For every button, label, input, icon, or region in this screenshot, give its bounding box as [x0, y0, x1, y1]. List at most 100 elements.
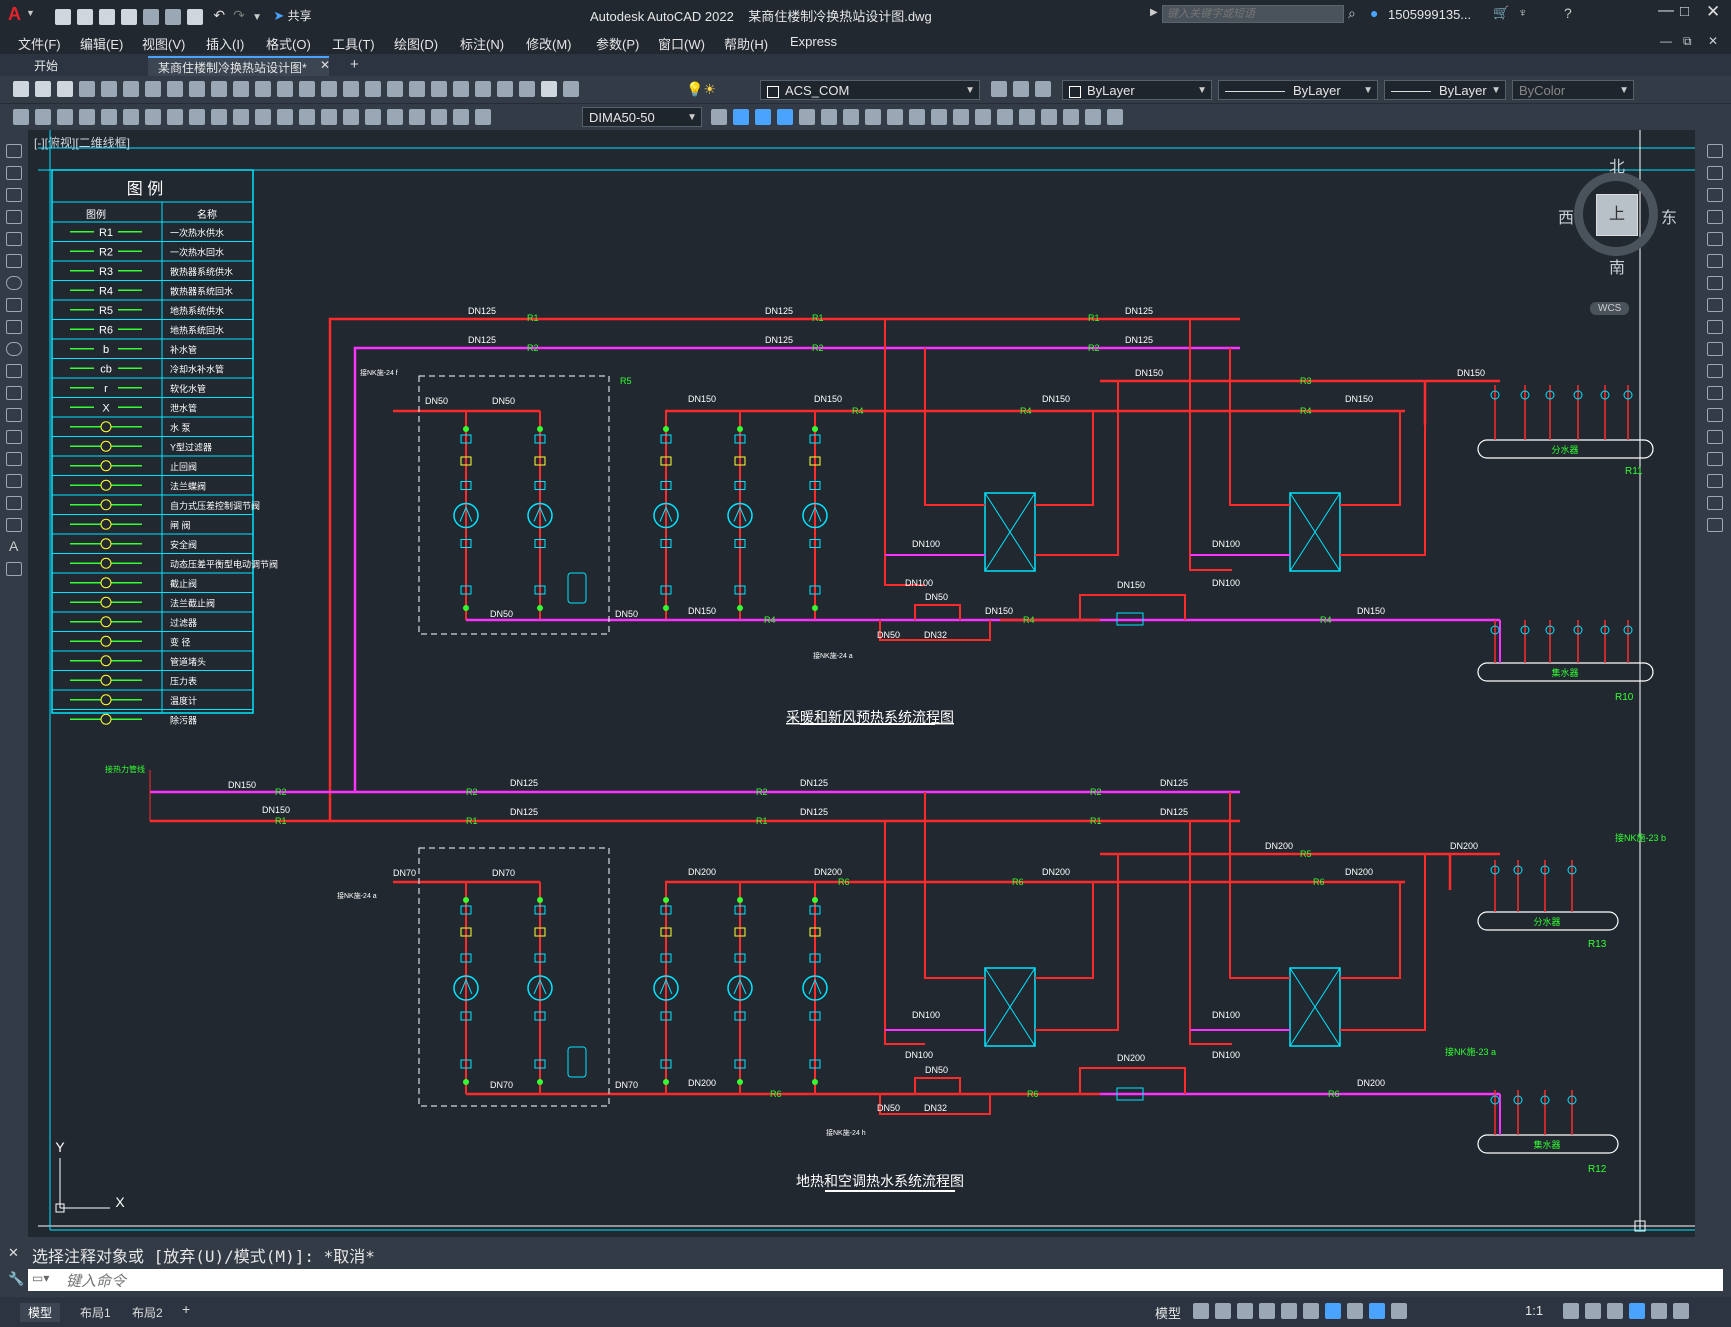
- command-recent-icon[interactable]: ▭▾: [32, 1271, 50, 1285]
- layout-tab-model[interactable]: 模型: [20, 1303, 61, 1322]
- plot2-icon[interactable]: [79, 81, 95, 97]
- new-file-icon[interactable]: [55, 8, 71, 25]
- open-file-icon[interactable]: [77, 8, 93, 25]
- offset-icon[interactable]: [1707, 210, 1723, 224]
- dim-break-icon[interactable]: [343, 109, 359, 125]
- linetype-dropdown[interactable]: ByLayer▼: [1218, 80, 1378, 100]
- chamfer-icon[interactable]: [1707, 452, 1723, 466]
- ucs2-icon[interactable]: [755, 109, 771, 125]
- viewcube-east[interactable]: 东: [1661, 210, 1678, 227]
- radius-icon[interactable]: [167, 109, 183, 125]
- menu-parametric[interactable]: 参数(P): [596, 37, 640, 52]
- menu-help[interactable]: 帮助(H): [724, 37, 769, 52]
- tool-h-icon[interactable]: [887, 109, 903, 125]
- spline-icon[interactable]: [6, 320, 22, 334]
- dim-update-icon[interactable]: [711, 109, 727, 125]
- command-close-icon[interactable]: ✕: [8, 1245, 19, 1260]
- ellipse-arc-icon[interactable]: [6, 364, 22, 378]
- jogged-icon[interactable]: [189, 109, 205, 125]
- plus-icon[interactable]: [1585, 1303, 1601, 1319]
- preview-icon[interactable]: [101, 81, 117, 97]
- tool-c-icon[interactable]: [57, 109, 73, 125]
- circle-icon[interactable]: [6, 276, 22, 290]
- arc-length-icon[interactable]: [123, 109, 139, 125]
- inspection-icon[interactable]: [409, 109, 425, 125]
- tool-j-icon[interactable]: [931, 109, 947, 125]
- block-editor-icon[interactable]: [255, 81, 271, 97]
- mtext-icon[interactable]: A: [9, 538, 19, 554]
- extend-icon[interactable]: [1707, 364, 1723, 378]
- save-web-icon[interactable]: [165, 8, 181, 25]
- dimstyle-dropdown[interactable]: DIMA50-50▼: [582, 107, 702, 127]
- design-center-icon[interactable]: [431, 81, 447, 97]
- command-input-box[interactable]: ▭▾: [28, 1269, 1723, 1293]
- doc-minimize-icon[interactable]: —: [1660, 34, 1672, 48]
- menu-file[interactable]: 文件(F): [18, 37, 61, 52]
- command-customize-icon[interactable]: 🔧: [8, 1271, 25, 1286]
- doc-close-icon[interactable]: ✕: [1708, 34, 1719, 48]
- arc-icon[interactable]: [6, 254, 22, 268]
- user-name[interactable]: 1505999135...: [1388, 7, 1472, 22]
- mirror-icon[interactable]: [1707, 188, 1723, 202]
- share-button[interactable]: 共享: [287, 9, 312, 23]
- array-icon[interactable]: [1707, 232, 1723, 246]
- tool-palettes-icon[interactable]: [453, 81, 469, 97]
- osnap-icon[interactable]: [1281, 1303, 1297, 1319]
- tool-o-icon[interactable]: [1041, 109, 1057, 125]
- color-dropdown[interactable]: ByLayer▼: [1062, 80, 1212, 100]
- tool-d-icon[interactable]: [799, 109, 815, 125]
- menu-window[interactable]: 窗口(W): [658, 37, 705, 52]
- layout-tab-1[interactable]: 布局1: [80, 1306, 111, 1320]
- make-block-icon[interactable]: [6, 408, 22, 422]
- markup-icon[interactable]: [497, 81, 513, 97]
- save2-icon[interactable]: [57, 81, 73, 97]
- region-icon[interactable]: [6, 496, 22, 510]
- help-icon[interactable]: ?: [1564, 5, 1572, 21]
- layer-dropdown[interactable]: ACS_COM▼: [760, 80, 980, 100]
- ellipse-icon[interactable]: [6, 342, 22, 356]
- copy-icon[interactable]: [189, 81, 205, 97]
- viewcube-north[interactable]: 北: [1609, 159, 1626, 176]
- sheet-set-icon[interactable]: [475, 81, 491, 97]
- command-input[interactable]: [64, 1269, 1708, 1293]
- undo-icon[interactable]: ↶: [213, 7, 226, 23]
- linear-dim-icon[interactable]: [79, 109, 95, 125]
- snap-icon[interactable]: [1215, 1303, 1231, 1319]
- save-as-icon[interactable]: [121, 8, 137, 25]
- menu-format[interactable]: 格式(O): [266, 37, 311, 52]
- user-icon[interactable]: ●: [1370, 5, 1379, 21]
- jogged-linear-icon[interactable]: [431, 109, 447, 125]
- match-prop-icon[interactable]: [233, 81, 249, 97]
- undo2-icon[interactable]: [277, 81, 293, 97]
- workspace-gear-icon[interactable]: [1563, 1303, 1579, 1319]
- viewcube-west[interactable]: 西: [1558, 210, 1575, 227]
- zoom-window-icon[interactable]: [365, 81, 381, 97]
- menu-dimension[interactable]: 标注(N): [460, 37, 505, 52]
- search-input[interactable]: [1162, 5, 1344, 23]
- trim-icon[interactable]: [1707, 342, 1723, 356]
- viewport-controls[interactable]: [-][俯视][二维线框]: [34, 136, 131, 150]
- hatch-icon[interactable]: [6, 452, 22, 466]
- table-icon[interactable]: [6, 518, 22, 532]
- menu-express[interactable]: Express: [790, 34, 837, 49]
- tool-k-icon[interactable]: [953, 109, 969, 125]
- autodesk-app-icon[interactable]: ♆: [1518, 5, 1528, 20]
- viewcube[interactable]: 上 北 南 西 东: [1556, 150, 1686, 280]
- menu-insert[interactable]: 插入(I): [206, 37, 245, 52]
- menu-tools[interactable]: 工具(T): [332, 37, 375, 52]
- help2-icon[interactable]: [541, 81, 557, 97]
- point-icon[interactable]: [6, 430, 22, 444]
- tool-l-icon[interactable]: [975, 109, 991, 125]
- 3d-print-icon[interactable]: [145, 81, 161, 97]
- blend-icon[interactable]: [1707, 496, 1723, 510]
- tool-f-icon[interactable]: [843, 109, 859, 125]
- make-current-icon[interactable]: [991, 81, 1007, 97]
- continue-icon[interactable]: [299, 109, 315, 125]
- angular-icon[interactable]: [233, 109, 249, 125]
- annotation-visibility-icon[interactable]: [1369, 1303, 1385, 1319]
- calculator-icon[interactable]: [519, 81, 535, 97]
- search-expand-icon[interactable]: ▶: [1150, 7, 1158, 18]
- zoom-realtime-icon[interactable]: [343, 81, 359, 97]
- plotstyle-dropdown[interactable]: ByColor▼: [1512, 80, 1634, 100]
- construction-line-icon[interactable]: [6, 166, 22, 180]
